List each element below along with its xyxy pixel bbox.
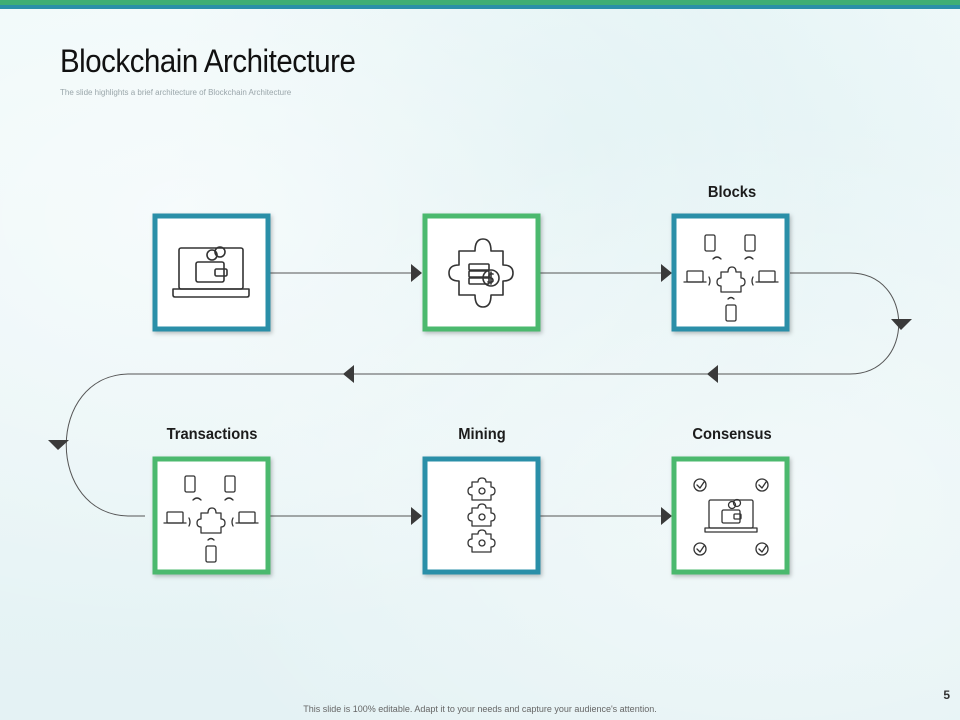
top-accent-green [0, 0, 960, 5]
page-title: Blockchain Architecture [60, 43, 356, 79]
laptop-wallet-icon [172, 246, 250, 298]
connector-3-curve [790, 272, 900, 375]
label-blocks: Blocks [707, 184, 757, 201]
step-box-5 [422, 456, 541, 575]
step-box-1 [152, 213, 271, 332]
arrow-down-left [48, 440, 69, 450]
connectors [65, 272, 900, 517]
puzzle-stack-icon [467, 477, 496, 553]
arrowheads [48, 264, 912, 525]
arrow-right-3 [411, 507, 422, 525]
step-box-3 [671, 213, 790, 332]
label-transactions: Transactions [166, 426, 258, 443]
step-box-2 [422, 213, 541, 332]
label-mining: Mining [458, 426, 506, 443]
network-puzzle-icon [683, 234, 779, 322]
connector-left-curve [65, 373, 145, 517]
arrow-right-4 [661, 507, 672, 525]
step-box-6 [671, 456, 790, 575]
footer-note: This slide is 100% editable. Adapt it to… [303, 704, 657, 714]
arrow-left-1 [707, 365, 718, 383]
arrow-down-right [891, 319, 912, 330]
step-boxes [152, 213, 790, 575]
top-accent-teal [0, 5, 960, 9]
page-subtitle: The slide highlights a brief architectur… [60, 88, 292, 97]
laptop-check-icon [693, 478, 769, 556]
network-puzzle-icon [163, 475, 259, 563]
puzzle-coin-icon [448, 238, 514, 308]
arrow-right-1 [411, 264, 422, 282]
page-number: 5 [943, 688, 950, 702]
step-box-4 [152, 456, 271, 575]
label-consensus: Consensus [692, 426, 772, 443]
arrow-left-2 [343, 365, 354, 383]
arrow-right-2 [661, 264, 672, 282]
